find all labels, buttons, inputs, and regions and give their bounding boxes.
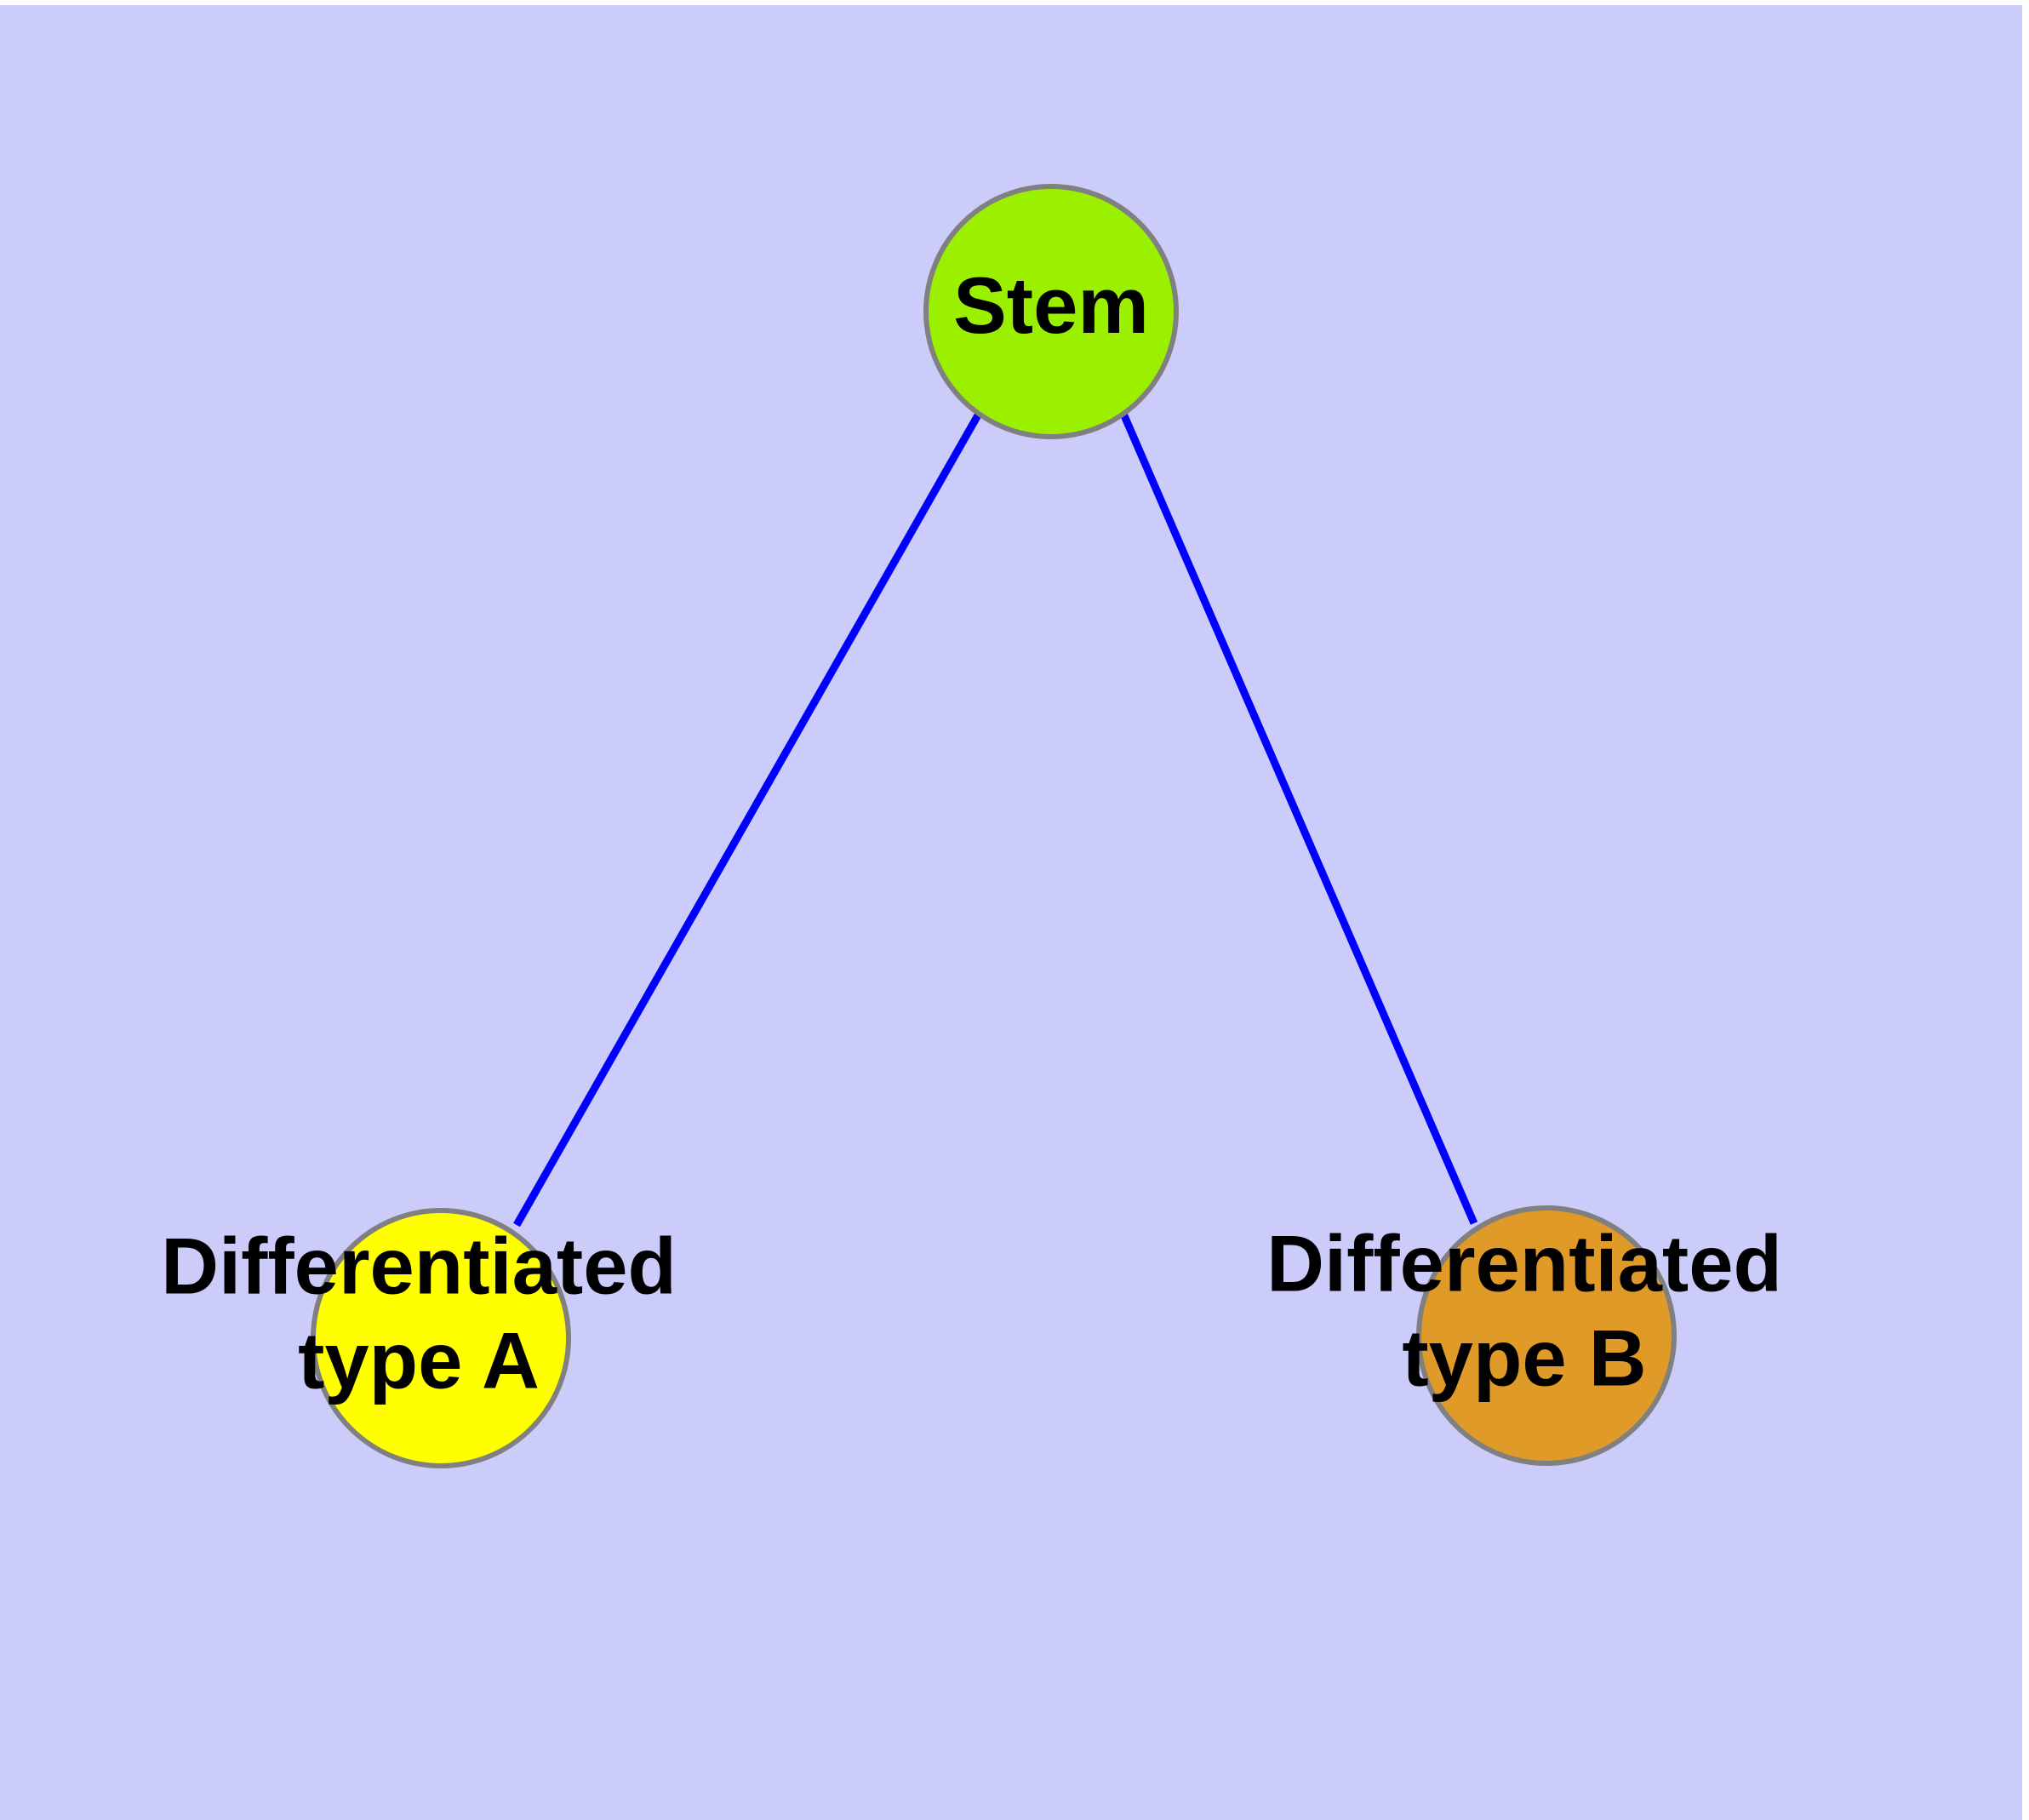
node-stem[interactable]: [923, 184, 1179, 439]
edge-stem-to-differentiated-type-b[interactable]: [1119, 412, 1478, 1225]
node-label-line: type B: [1402, 1313, 1646, 1402]
node-label-line: Differentiated: [1266, 1218, 1782, 1308]
edge-stem-to-differentiated-type-a[interactable]: [513, 411, 982, 1228]
node-differentiated-type-a[interactable]: [311, 1208, 571, 1468]
node-layer: [311, 184, 1677, 1468]
node-label-line: Differentiated: [161, 1221, 677, 1310]
node-label-stem: Stem: [953, 260, 1149, 350]
node-label-line: type A: [298, 1315, 540, 1405]
node-label-line: Stem: [953, 260, 1149, 350]
edge-layer: [513, 411, 1478, 1228]
node-differentiated-type-b[interactable]: [1416, 1205, 1677, 1466]
